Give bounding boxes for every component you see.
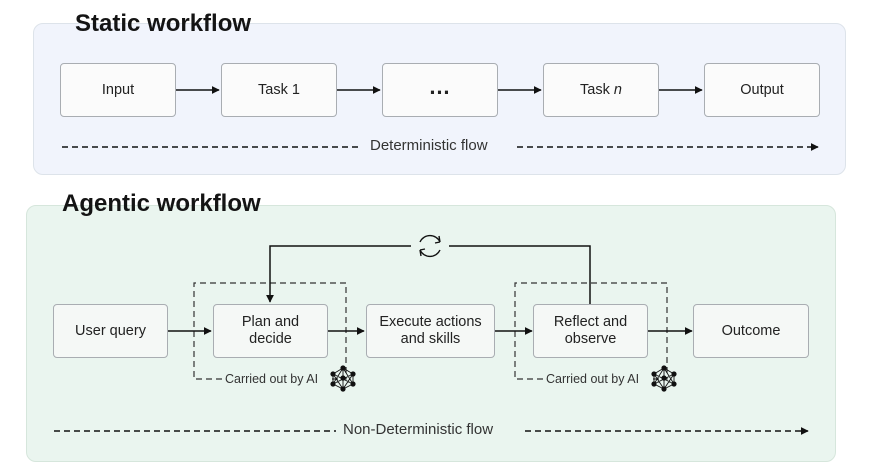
step-label: Output [740, 81, 784, 98]
static-step-input: Input [60, 63, 176, 117]
static-step-ellipsis: … [382, 63, 498, 117]
nondeterministic-flow-label: Non-Deterministic flow [343, 421, 494, 438]
static-step-output: Output [704, 63, 820, 117]
step-label: Task n [580, 81, 622, 98]
step-label: Reflect and observe [553, 314, 628, 347]
agentic-step-reflect: Reflect and observe [533, 304, 648, 358]
agentic-step-outcome: Outcome [693, 304, 809, 358]
agentic-step-execute: Execute actions and skills [366, 304, 495, 358]
agentic-workflow-title: Agentic workflow [62, 190, 261, 217]
step-label: Execute actions and skills [379, 314, 482, 347]
step-label: Input [101, 81, 135, 98]
ellipsis-label: … [428, 73, 452, 99]
step-label: Task 1 [258, 81, 300, 98]
step-label: User query [75, 322, 146, 339]
deterministic-flow-label: Deterministic flow [370, 137, 488, 154]
refresh-cycle-icon [411, 232, 449, 262]
neural-network-icon [651, 365, 677, 392]
agentic-step-plan-decide: Plan and decide [213, 304, 328, 358]
ai-caption-right: Carried out by AI [546, 372, 640, 386]
neural-network-icon [330, 365, 356, 392]
static-workflow-title: Static workflow [75, 10, 252, 37]
agentic-step-user-query: User query [53, 304, 168, 358]
static-step-task-n: Task n [543, 63, 659, 117]
static-step-task-1: Task 1 [221, 63, 337, 117]
step-label: Plan and decide [241, 314, 300, 347]
ai-caption-left: Carried out by AI [225, 372, 319, 386]
step-label: Outcome [721, 322, 781, 339]
